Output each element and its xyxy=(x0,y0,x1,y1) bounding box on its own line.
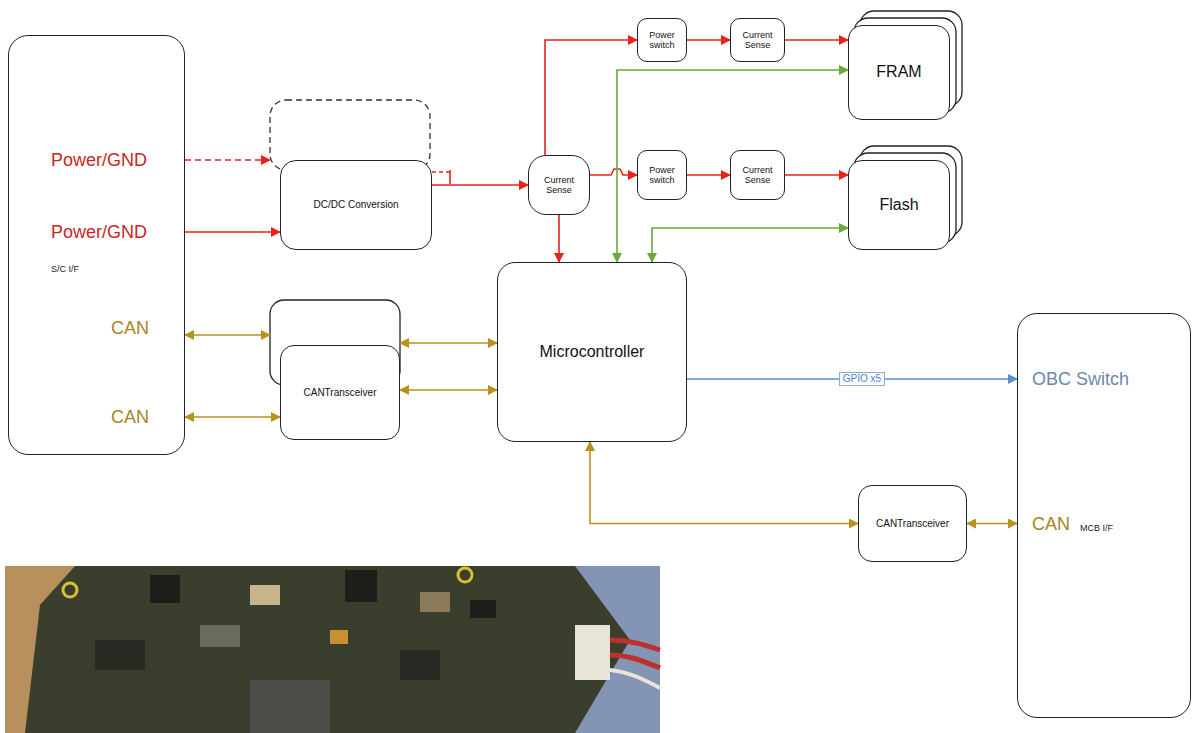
connector-arrow xyxy=(687,174,730,176)
current-sense-box: Current Sense xyxy=(730,18,785,62)
connector-arrow xyxy=(967,523,1017,525)
photo-component xyxy=(150,575,180,603)
box-label: Power switch xyxy=(642,30,682,51)
connector-arrow xyxy=(785,174,848,176)
photo-component xyxy=(250,585,280,605)
photo-wire xyxy=(610,640,660,650)
photo-background xyxy=(5,566,660,733)
interface-block: Power/GND Power/GND S/C I/F CAN CAN xyxy=(8,35,185,455)
port-label: CAN xyxy=(1032,514,1070,535)
memory-box: FRAM xyxy=(848,25,950,120)
connector-arrow xyxy=(185,231,280,233)
connector-arrow xyxy=(400,342,497,344)
box-label: DC/DC Conversion xyxy=(313,199,398,211)
port-label: CAN xyxy=(111,407,149,428)
connector-arrow xyxy=(185,416,280,418)
photo-component xyxy=(420,592,450,612)
block-name: MCB I/F xyxy=(1080,523,1113,533)
connector-arrow xyxy=(432,184,528,186)
interface-block: OBC SwitchCAN MCB I/F xyxy=(1017,313,1191,718)
transceiver-box: CANTransceiver xyxy=(280,345,400,440)
power-switch-box: Power switch xyxy=(637,18,687,62)
photo-component xyxy=(200,625,240,647)
connector-arrow xyxy=(590,442,858,524)
optional-power-line xyxy=(185,159,270,161)
photo-component xyxy=(95,640,145,670)
optional-output-line xyxy=(432,171,450,172)
photo-component xyxy=(470,600,496,618)
power-switch-box: Power switch xyxy=(637,150,687,200)
current-sense-box: Current Sense xyxy=(528,155,590,215)
port-label: CAN xyxy=(111,318,149,339)
photo-pcb xyxy=(25,566,630,733)
connector-arrow xyxy=(545,40,637,155)
connector-arrow xyxy=(652,228,848,262)
signal-label: GPIO x5 xyxy=(839,372,885,386)
memory-box: Flash xyxy=(848,160,950,250)
connector-arrow xyxy=(185,334,270,336)
photo-component xyxy=(400,650,440,680)
port-label: Power/GND xyxy=(51,222,147,243)
transceiver-box: CANTransceiver xyxy=(858,485,967,562)
microcontroller-box: Microcontroller xyxy=(497,262,687,442)
current-sense-box: Current Sense xyxy=(730,150,785,200)
connector-arrow xyxy=(400,389,497,391)
photo-wire xyxy=(610,655,660,668)
box-label: Current Sense xyxy=(533,175,585,196)
board-photo xyxy=(5,566,660,733)
box-label: Current Sense xyxy=(735,165,780,186)
photo-wire xyxy=(610,670,660,688)
converter-box: DC/DC Conversion xyxy=(280,160,432,250)
photo-connector xyxy=(575,625,610,680)
box-label: FRAM xyxy=(876,63,921,81)
box-label: Flash xyxy=(879,196,918,214)
connector-arrow xyxy=(558,215,560,262)
port-label: Power/GND xyxy=(51,150,147,171)
connector-arrow xyxy=(785,39,848,41)
box-label: Current Sense xyxy=(735,30,780,51)
optional-output-tick xyxy=(449,170,451,184)
box-label: CANTransceiver xyxy=(876,518,949,530)
box-label: Power switch xyxy=(642,165,682,186)
block-name: OBC Switch xyxy=(1032,369,1129,390)
connector-arrow xyxy=(617,70,848,262)
photo-mount-hole xyxy=(63,583,77,597)
connector-arrow xyxy=(590,169,637,175)
block-name: S/C I/F xyxy=(51,264,79,274)
box-label: CANTransceiver xyxy=(304,387,377,399)
photo-chip xyxy=(250,680,330,733)
photo-component xyxy=(330,630,348,644)
photo-mount-hole xyxy=(458,568,472,582)
connector-arrow xyxy=(687,39,730,41)
photo-component xyxy=(345,570,377,602)
box-label: Microcontroller xyxy=(540,343,645,361)
